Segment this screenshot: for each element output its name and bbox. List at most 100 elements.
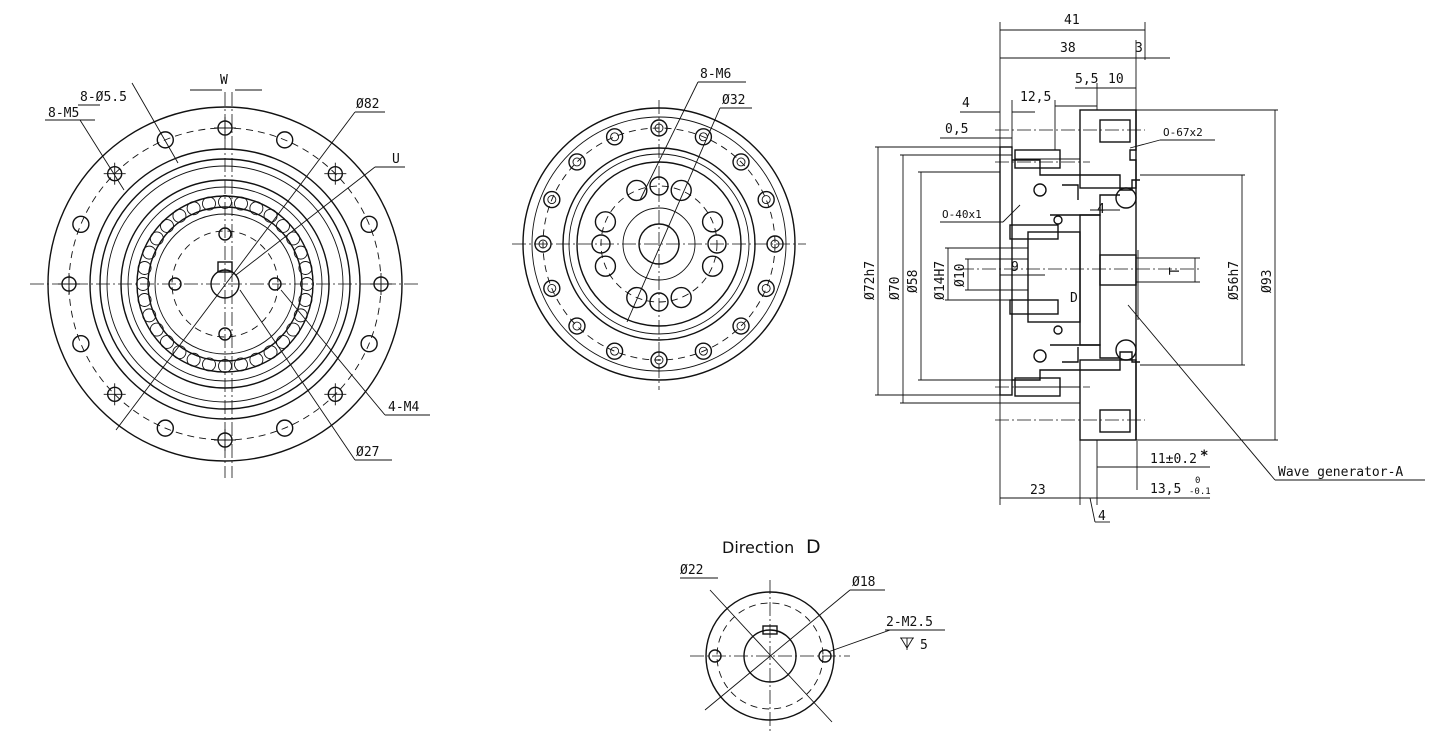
bearing-roller — [202, 357, 216, 372]
label-4-bottom: 4 — [1098, 509, 1106, 524]
front-view-rollers — [136, 195, 314, 373]
threaded-hole — [594, 211, 617, 233]
label-d56h7: Ø56h7 — [1227, 261, 1242, 300]
bearing-roller — [286, 322, 301, 337]
label-d93: Ø93 — [1260, 270, 1275, 293]
label-0-5: 0,5 — [945, 122, 968, 137]
detail-view: Direction D Ø22 Ø18 2-M2.5 5 — [680, 536, 945, 732]
front-view-leaders — [45, 82, 430, 461]
bolt-hole — [568, 317, 586, 335]
bolt-hole — [732, 317, 750, 335]
label-tolerance-upper: 0 — [1195, 476, 1200, 486]
label-8-holes: 8-Ø5.5 — [80, 90, 127, 105]
side-view-centerlines — [960, 129, 1200, 421]
threaded-hole — [594, 255, 617, 277]
bolt-hole — [156, 131, 175, 149]
bolt-hole — [694, 128, 713, 146]
front-view-text: 8-Ø5.5 8-M5 W Ø82 U 4-M4 Ø27 — [48, 73, 419, 460]
label-5-5: 5,5 — [1075, 72, 1098, 87]
bolt-hole — [360, 215, 378, 234]
bearing-roller — [276, 335, 290, 349]
label-d14h7: Ø14H7 — [933, 261, 948, 300]
bearing-roller — [249, 201, 264, 216]
bolt-hole — [732, 153, 750, 171]
bearing-roller — [276, 219, 290, 233]
bolt-hole — [275, 131, 294, 149]
label-23: 23 — [1030, 483, 1046, 498]
bearing-roller — [137, 261, 152, 275]
bearing-roller — [186, 352, 201, 367]
bearing-roller — [298, 293, 313, 307]
label-d58: Ø58 — [906, 270, 921, 293]
label-d32: Ø32 — [722, 93, 745, 108]
bolt-hole — [360, 334, 378, 353]
label-d27: Ø27 — [356, 445, 379, 460]
bearing-roller — [142, 308, 157, 323]
bolt-hole — [72, 334, 90, 353]
rear-view-bolt-holes — [534, 119, 784, 369]
threaded-hole — [626, 179, 648, 202]
bolt-hole — [605, 342, 624, 360]
bearing-roller — [149, 322, 164, 337]
bearing-roller — [298, 261, 313, 275]
label-d82: Ø82 — [356, 97, 379, 112]
label-d18: Ø18 — [852, 575, 875, 590]
threaded-hole — [701, 211, 724, 233]
bearing-roller — [263, 345, 278, 360]
label-d10: Ø10 — [953, 264, 968, 287]
bolt-hole — [694, 342, 713, 360]
label-3: 3 — [1135, 41, 1143, 56]
label-d22: Ø22 — [680, 563, 703, 578]
label-4-mid: 4 — [1097, 202, 1105, 217]
bearing-roller — [172, 208, 187, 223]
label-oring-67: O-67x2 — [1163, 126, 1203, 139]
bearing-roller — [234, 196, 248, 211]
detail-title-letter: D — [806, 536, 821, 558]
label-d72h7: Ø72h7 — [863, 261, 878, 300]
label-wave-generator: Wave generator-A — [1278, 465, 1403, 480]
bearing-roller — [137, 293, 152, 307]
label-11: 11±0.2 — [1150, 452, 1197, 467]
threaded-hole — [670, 286, 692, 309]
bearing-roller — [142, 245, 157, 260]
label-8-m5: 8-M5 — [48, 106, 79, 121]
bearing-roller — [234, 357, 248, 372]
bearing-roller — [293, 245, 308, 260]
label-13-5: 13,5 — [1150, 482, 1181, 497]
side-view-text: 41 38 3 4 12,5 5,5 10 0,5 O-67x2 O-40x1 … — [863, 13, 1403, 524]
label-d: D — [1070, 291, 1078, 306]
bolt-hole — [543, 190, 561, 209]
label-star: * — [1200, 448, 1208, 464]
threaded-hole — [670, 179, 692, 202]
side-view-dimension-lines — [877, 29, 1425, 523]
bolt-hole — [72, 215, 90, 234]
bolt-hole — [156, 419, 175, 437]
bearing-roller — [249, 352, 264, 367]
label-8-m6: 8-M6 — [700, 67, 731, 82]
label-oring-40: O-40x1 — [942, 208, 982, 221]
label-depth: 5 — [920, 638, 928, 653]
label-tolerance-lower: -0.1 — [1189, 487, 1211, 497]
front-view: 8-Ø5.5 8-M5 W Ø82 U 4-M4 Ø27 — [30, 73, 430, 478]
label-w: W — [220, 73, 228, 88]
label-4-m4: 4-M4 — [388, 400, 419, 415]
bolt-hole — [605, 128, 624, 146]
label-12-5: 12,5 — [1020, 90, 1051, 105]
label-u: U — [392, 152, 400, 167]
label-10: 10 — [1108, 72, 1124, 87]
bearing-roller — [202, 196, 216, 211]
bolt-hole — [568, 153, 586, 171]
bearing-roller — [160, 335, 174, 349]
side-view: 41 38 3 4 12,5 5,5 10 0,5 O-67x2 O-40x1 … — [863, 13, 1425, 524]
label-t: T — [1168, 267, 1183, 275]
label-38: 38 — [1060, 41, 1076, 56]
bearing-roller — [286, 231, 301, 246]
bearing-roller — [160, 219, 174, 233]
side-view-outline — [999, 109, 1140, 441]
bearing-roller — [263, 208, 278, 223]
bolt-hole — [275, 419, 294, 437]
rear-view-leaders — [626, 81, 752, 323]
rear-view-centerlines — [512, 100, 806, 390]
bolt-hole — [757, 279, 775, 298]
